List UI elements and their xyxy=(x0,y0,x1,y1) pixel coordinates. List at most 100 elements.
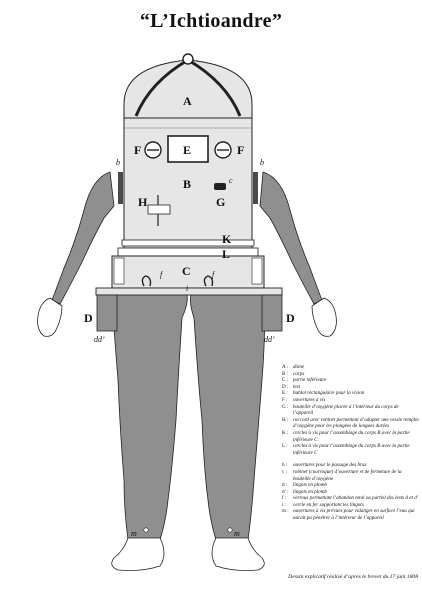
iron-ring xyxy=(95,287,283,296)
legend-key: E : xyxy=(282,390,288,397)
legend-item: f : verrous permettant l’abandon total ou… xyxy=(282,495,420,502)
legend-item: B : corps xyxy=(282,371,420,378)
legend-text: dôme xyxy=(293,364,305,370)
legend-key: m : xyxy=(282,508,289,515)
label-d-left: D xyxy=(84,311,93,325)
legend-key: b : xyxy=(282,462,288,469)
legend-text: ouvertures à vis prévues pour vidanger e… xyxy=(293,508,415,522)
left-leg xyxy=(111,291,188,541)
label-f-right: F xyxy=(237,143,245,157)
left-hand xyxy=(37,297,63,337)
label-d-right: D xyxy=(286,311,295,325)
latch-right xyxy=(203,275,214,287)
legend-item: F : ouvertures à vis xyxy=(282,397,420,404)
legend-text: cercles à vis pour l’assemblage du corps… xyxy=(293,429,410,443)
legend-item: D : lest xyxy=(282,384,420,391)
legend-key: G : xyxy=(282,403,289,410)
legend-text: lest xyxy=(293,383,301,390)
legend-item: C : partie inférieure xyxy=(282,377,420,384)
label-l: L xyxy=(222,247,231,261)
ring-k xyxy=(121,239,255,247)
legend: A : dôme B : corps C : partie inférieure D … xyxy=(282,364,420,522)
legend-text: ouvertures pour le passage des bras xyxy=(293,462,367,469)
label-f-small-left: f xyxy=(160,270,163,279)
legend-item: G : bouteille d’oxygène placée à l’intéri… xyxy=(282,404,420,417)
legend-key: d : xyxy=(282,482,288,489)
legend-text: cercles à vis pour l’assemblage du corps… xyxy=(293,443,410,456)
label-e: E xyxy=(183,143,192,157)
legend-item: b : ouvertures pour le passage des bras xyxy=(282,462,420,469)
oxygen-valve xyxy=(214,183,226,190)
dome-strap-right xyxy=(187,58,242,117)
legend-main-list: A : dôme B : corps C : partie inférieure D … xyxy=(282,364,420,456)
arm-opening-left xyxy=(118,172,123,204)
drain-screw-right xyxy=(227,527,233,533)
legend-key: i : xyxy=(282,501,287,508)
legend-key: H : xyxy=(282,416,289,423)
legend-text: ouvertures à vis xyxy=(293,396,326,403)
weight-right xyxy=(261,294,283,332)
right-arm xyxy=(259,171,323,305)
label-dd-right: dd’ xyxy=(264,335,275,344)
legend-key: C : xyxy=(282,377,289,384)
viewing-window xyxy=(167,135,209,163)
legend-text: lingots en plomb xyxy=(293,482,327,489)
legend-item: A : dôme xyxy=(282,364,420,371)
legend-item: K : cercles à vis pour l’assemblage du co… xyxy=(282,430,420,443)
dome-strap-left xyxy=(134,58,189,117)
legend-key: L : xyxy=(282,443,288,450)
legend-key: f : xyxy=(282,495,287,502)
legend-text: bouteille d’oxygène placée à l’intérieur… xyxy=(293,403,399,417)
legend-text: raccord avec robinet permettant d’adapte… xyxy=(293,416,419,430)
legend-text: hublot rectangulaire pour la vision xyxy=(293,390,365,397)
label-g: G xyxy=(216,195,226,209)
legend-key: A : xyxy=(282,364,289,370)
legend-item: d’ : lingots en plomb xyxy=(282,489,420,496)
legend-minor-list: b : ouvertures pour le passage des bras c… xyxy=(282,462,420,521)
legend-text: verrous permettant l’abandon total ou pa… xyxy=(293,495,419,502)
latch-left xyxy=(141,275,152,287)
label-c: C xyxy=(182,264,191,278)
left-arm xyxy=(51,171,115,305)
legend-key: B : xyxy=(282,370,289,377)
label-a: A xyxy=(183,94,192,108)
legend-item: L : cercles à vis pour l’assemblage du co… xyxy=(282,443,420,456)
label-f-left: F xyxy=(134,143,142,157)
legend-item: i : cercle en fer supportant les lingots xyxy=(282,502,420,509)
bladder-connector xyxy=(147,204,171,215)
right-hand xyxy=(311,297,337,337)
label-b-right: b xyxy=(260,158,264,167)
legend-item: E : hublot rectangulaire pour la vision xyxy=(282,390,420,397)
dome-ring xyxy=(182,53,194,65)
legend-text: corps xyxy=(293,370,305,377)
label-k: K xyxy=(222,232,232,246)
label-b: B xyxy=(183,177,192,191)
legend-text: lingots en plomb xyxy=(293,488,327,495)
caption: Dessin explicatif réalisé d’après le bre… xyxy=(288,574,418,580)
legend-item: d : lingots en plomb xyxy=(282,482,420,489)
legend-item: c : robinet (courroque) d’ouverture et de… xyxy=(282,469,420,482)
label-m-left: m xyxy=(131,529,137,538)
label-f-small-right: f xyxy=(212,270,215,279)
legend-key: d’ : xyxy=(282,488,289,495)
legend-key: F : xyxy=(282,396,288,403)
label-m-right: m xyxy=(234,529,240,538)
arm-opening-right xyxy=(253,172,258,204)
legend-text: partie inférieure xyxy=(293,377,327,384)
left-foot xyxy=(111,537,165,571)
right-foot xyxy=(211,537,265,571)
label-c-small: c xyxy=(229,176,233,185)
diagram-title: “L’Ichtioandre” xyxy=(139,10,283,32)
label-h: H xyxy=(138,195,148,209)
label-dd-left: dd’ xyxy=(94,335,105,344)
legend-key: c : xyxy=(282,468,287,475)
legend-item: m : ouvertures à vis prévues pour vidange… xyxy=(282,508,420,521)
ring-l xyxy=(117,247,259,257)
legend-text: cercle en fer supportant les lingots xyxy=(293,501,364,508)
legend-text: robinet (courroque) d’ouverture et de fe… xyxy=(293,468,402,482)
label-i: i xyxy=(186,284,189,293)
legend-item: H : raccord avec robinet permettant d’ada… xyxy=(282,417,420,430)
legend-key: D : xyxy=(282,383,289,390)
legend-key: K : xyxy=(282,429,289,436)
